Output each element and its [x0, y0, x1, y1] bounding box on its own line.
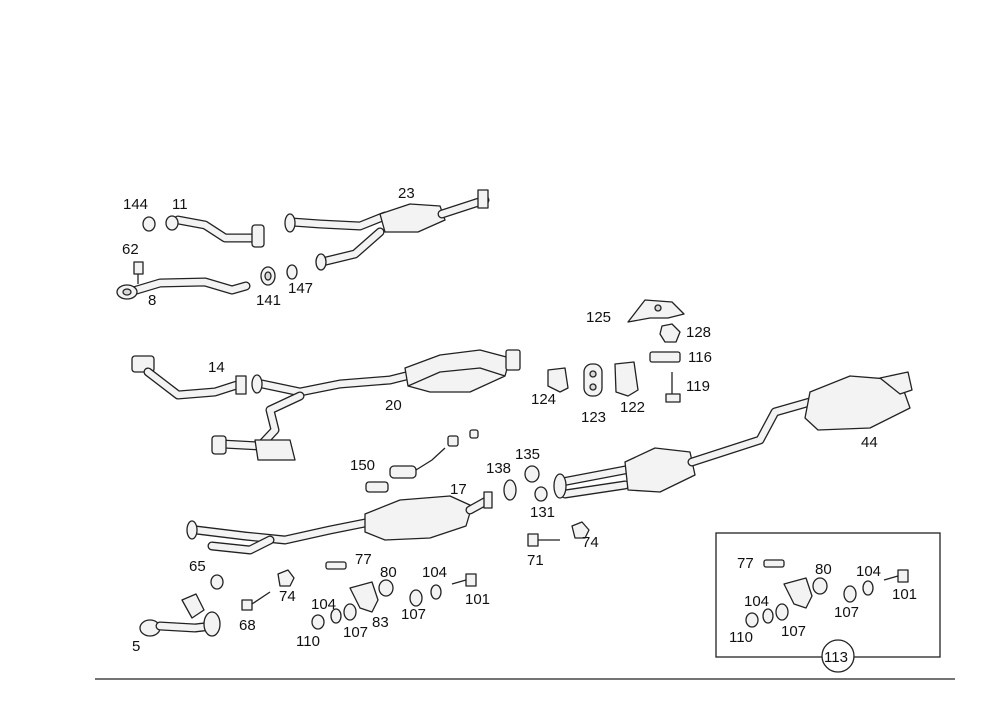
- oxygen-sensor-150: [365, 429, 479, 493]
- label-23: 23: [398, 185, 415, 202]
- rubber-mount-122: [614, 361, 639, 397]
- label-104: 104: [422, 564, 447, 581]
- nut-128: [659, 323, 681, 343]
- nut-74: [277, 569, 295, 587]
- label-141: 141: [256, 292, 281, 309]
- bolt-101: [451, 573, 477, 587]
- nut-110: [311, 614, 325, 630]
- ring-131: [534, 486, 548, 502]
- inset-label-107-lower: 107: [781, 623, 806, 640]
- rubber-mount-123: [583, 363, 603, 397]
- label-20: 20: [385, 397, 402, 414]
- pipe-5: [139, 593, 221, 637]
- clamp-77: [325, 561, 347, 570]
- label-77: 77: [355, 551, 372, 568]
- spacer-104: [430, 584, 442, 600]
- label-124: 124: [531, 391, 556, 408]
- gasket-141: [260, 266, 276, 286]
- bolt-71: [527, 533, 560, 547]
- label-17: 17: [450, 481, 467, 498]
- gasket-138: [503, 479, 517, 501]
- label-128: 128: [686, 324, 711, 341]
- rear-system-44: [553, 371, 913, 499]
- gasket-144: [142, 215, 179, 232]
- label-144: 144: [123, 196, 148, 213]
- bushing-107-lower: [343, 603, 357, 621]
- inset-number-113: 113: [824, 649, 848, 666]
- label-131: 131: [530, 504, 555, 521]
- inset-label-80: 80: [815, 561, 832, 578]
- rubber-80: [378, 579, 394, 597]
- label-74: 74: [279, 588, 296, 605]
- bolt-119: [665, 372, 681, 403]
- inset-label-77: 77: [737, 555, 754, 572]
- label-147: 147: [288, 280, 313, 297]
- inset-113: [715, 532, 941, 673]
- label-107-lower: 107: [343, 624, 368, 641]
- pipe-14: [131, 355, 247, 400]
- label-107: 107: [401, 606, 426, 623]
- bolt-62: [133, 261, 144, 284]
- label-123: 123: [581, 409, 606, 426]
- inset-label-104: 104: [856, 563, 881, 580]
- label-74-right: 74: [582, 534, 599, 551]
- label-44: 44: [861, 434, 878, 451]
- catalytic-pipe-17: [186, 491, 493, 555]
- label-11: 11: [172, 196, 188, 213]
- bushing-107: [409, 589, 423, 607]
- bracket-124: [547, 367, 569, 393]
- inset-label-107: 107: [834, 604, 859, 621]
- pipe-8: [116, 277, 251, 300]
- nut-74-right: [571, 521, 590, 539]
- label-116: 116: [688, 349, 712, 366]
- pipe-11: [173, 215, 265, 248]
- bolt-68: [241, 591, 271, 611]
- inset-label-104-lower: 104: [744, 593, 769, 610]
- label-5: 5: [132, 638, 140, 655]
- bracket-125: [627, 299, 685, 323]
- label-83: 83: [372, 614, 389, 631]
- label-14: 14: [208, 359, 225, 376]
- catalytic-converter-23: [284, 189, 490, 271]
- label-104-lower: 104: [311, 596, 336, 613]
- bracket-83: [349, 581, 379, 613]
- label-119: 119: [686, 378, 710, 395]
- label-80: 80: [380, 564, 397, 581]
- clip-116: [649, 351, 681, 363]
- inset-label-101: 101: [892, 586, 917, 603]
- washer-104-lower: [330, 608, 342, 624]
- ring-65: [210, 574, 224, 590]
- label-138: 138: [486, 460, 511, 477]
- label-68: 68: [239, 617, 256, 634]
- label-8: 8: [148, 292, 156, 309]
- label-135: 135: [515, 446, 540, 463]
- label-122: 122: [620, 399, 645, 416]
- ring-147: [286, 264, 298, 280]
- label-62: 62: [122, 241, 139, 258]
- label-150: 150: [350, 457, 375, 474]
- ring-135: [524, 465, 540, 483]
- inset-label-110: 110: [729, 629, 753, 646]
- label-101: 101: [465, 591, 490, 608]
- label-65: 65: [189, 558, 206, 575]
- label-110: 110: [296, 633, 320, 650]
- label-125: 125: [586, 309, 611, 326]
- label-71: 71: [527, 552, 544, 569]
- catalytic-assembly-20: [211, 349, 521, 461]
